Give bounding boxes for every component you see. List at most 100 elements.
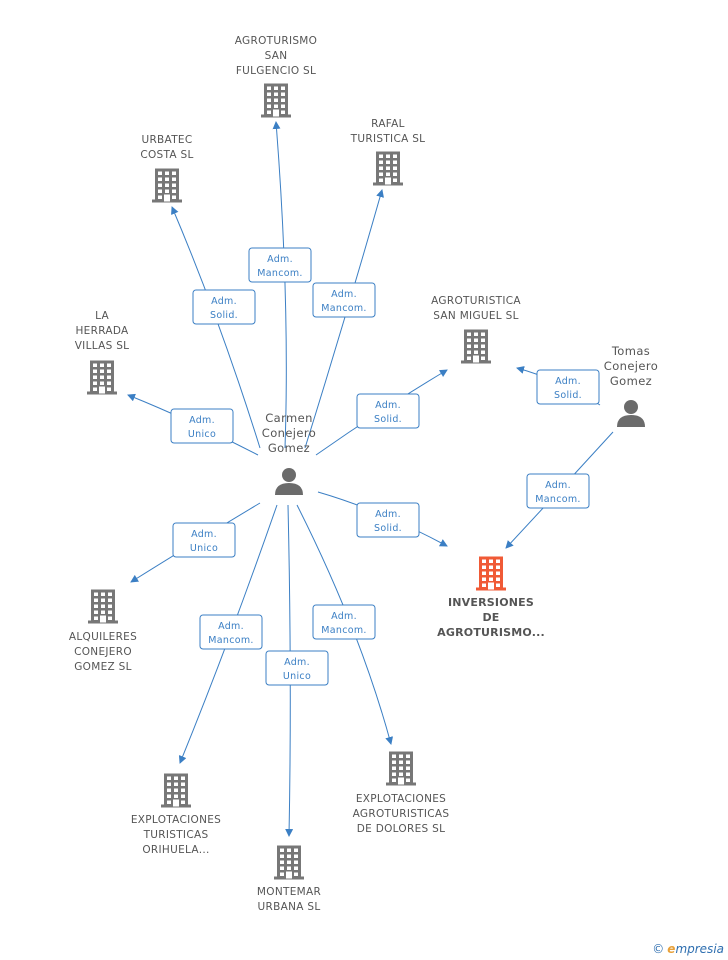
edge-label-box: [356, 502, 420, 538]
edge-labels-layer: Adm.Mancom.Adm.Solid.Adm.Mancom.Adm.Unic…: [170, 247, 600, 686]
edge-label-box: [170, 408, 234, 444]
edge-label-text: Mancom.: [208, 635, 253, 646]
node-label: DE: [482, 611, 499, 624]
node-label: EXPLOTACIONES: [131, 814, 221, 826]
building-icon: [274, 845, 304, 880]
edge-label-text: Solid.: [554, 390, 582, 401]
node-label: RAFAL: [371, 118, 405, 130]
empresia-logo[interactable]: ©empresia: [652, 942, 724, 956]
node-label: VILLAS SL: [75, 340, 130, 352]
building-icon: [261, 83, 291, 118]
building-icon: [476, 556, 506, 591]
edge-label-text: Solid.: [210, 310, 238, 321]
edge-label-text: Adm.: [331, 611, 357, 622]
edge-label-box: [526, 473, 590, 509]
edge-label-box: [199, 614, 263, 650]
edge-label-text: Adm.: [211, 296, 237, 307]
node-label: AGROTURISMO: [235, 35, 317, 47]
node-orihuela[interactable]: EXPLOTACIONESTURISTICASORIHUELA...: [131, 773, 221, 857]
edge-label-box: [172, 522, 236, 558]
edge-label-text: Unico: [283, 671, 311, 682]
edge-label-carmen-urbatec[interactable]: Adm. Solid.: [192, 289, 256, 325]
edge-label-text: Unico: [188, 429, 216, 440]
brand-name: mpresia: [675, 942, 724, 956]
edge-label-carmen-inversiones[interactable]: Adm. Solid.: [356, 502, 420, 538]
edge-carmen-rafal: [304, 189, 384, 449]
node-label: COSTA SL: [140, 149, 193, 161]
edge-label-box: [265, 650, 329, 686]
building-icon: [152, 168, 182, 203]
node-label: SAN: [265, 50, 288, 62]
node-urbatec[interactable]: URBATEC COSTA SL: [140, 134, 193, 203]
node-label: EXPLOTACIONES: [356, 793, 446, 805]
edge-label-text: Unico: [190, 543, 218, 554]
node-label: URBANA SL: [258, 901, 321, 913]
edge-label-box: [248, 247, 312, 283]
node-laherrada[interactable]: LA HERRADA VILLAS SL: [75, 310, 130, 395]
edge-label-text: Mancom.: [321, 625, 366, 636]
edge-label-text: Adm.: [284, 657, 310, 668]
edge-label-text: Solid.: [374, 414, 402, 425]
node-label: AGROTURISTICA: [431, 295, 521, 307]
edge-label-tomas-sanmiguel[interactable]: Adm. Solid.: [536, 369, 600, 405]
node-label: LA: [95, 310, 109, 322]
building-icon: [87, 360, 117, 395]
node-label: URBATEC: [141, 134, 192, 146]
node-label: Conejero: [604, 359, 658, 373]
edge-label-carmen-dolores[interactable]: Adm. Mancom.: [312, 604, 376, 640]
edge-label-carmen-rafal[interactable]: Adm. Mancom.: [312, 282, 376, 318]
edge-label-box: [356, 393, 420, 429]
edge-label-text: Adm.: [375, 509, 401, 520]
person-icon: [617, 400, 645, 427]
edge-label-text: Solid.: [374, 523, 402, 534]
edge-label-carmen-montemar[interactable]: Adm. Unico: [265, 650, 329, 686]
edge-label-text: Adm.: [331, 289, 357, 300]
edge-label-text: Mancom.: [257, 268, 302, 279]
edge-label-tomas-inversiones[interactable]: Adm. Mancom.: [526, 473, 590, 509]
edge-label-text: Adm.: [267, 254, 293, 265]
edge-label-box: [312, 282, 376, 318]
node-rafal[interactable]: RAFAL TURISTICA SL: [350, 118, 426, 186]
building-icon: [161, 773, 191, 808]
person-icon: [275, 468, 303, 495]
edge-label-text: Adm.: [545, 480, 571, 491]
edge-label-text: Adm.: [191, 529, 217, 540]
building-icon: [88, 589, 118, 624]
node-label: Conejero: [262, 426, 316, 440]
edge-label-text: Mancom.: [321, 303, 366, 314]
node-label: GOMEZ SL: [74, 661, 132, 673]
building-icon: [373, 151, 403, 186]
edge-label-carmen-sanmiguel[interactable]: Adm.Solid.: [356, 393, 420, 429]
edge-label-box: [312, 604, 376, 640]
node-alquileres[interactable]: ALQUILERES CONEJERO GOMEZ SL: [69, 589, 137, 674]
node-label: CONEJERO: [74, 646, 132, 658]
edge-label-carmen-laherrada[interactable]: Adm.Unico: [170, 408, 234, 444]
edge-label-text: Mancom.: [535, 494, 580, 505]
edge-label-box: [536, 369, 600, 405]
node-inversiones[interactable]: INVERSIONESDEAGROTURISMO...: [437, 556, 545, 640]
node-sanmiguel[interactable]: AGROTURISTICA SAN MIGUEL SL: [431, 295, 521, 364]
brand-initial: e: [667, 942, 676, 956]
node-label: Gomez: [610, 374, 652, 388]
node-label: Gomez: [268, 441, 310, 455]
node-label: TURISTICA SL: [350, 133, 426, 145]
edge-carmen-sanfulgencio: [272, 121, 287, 449]
building-icon: [461, 329, 491, 364]
copyright-symbol: ©: [652, 942, 665, 956]
edge-label-carmen-sanfulgencio[interactable]: Adm. Mancom.: [248, 247, 312, 283]
edge-label-text: Adm.: [555, 376, 581, 387]
node-label: DE DOLORES SL: [357, 823, 446, 835]
node-label: SAN MIGUEL SL: [433, 310, 518, 322]
edge-label-carmen-orihuela[interactable]: Adm. Mancom.: [199, 614, 263, 650]
edge-label-carmen-alquileres[interactable]: Adm. Unico: [172, 522, 236, 558]
edge-label-text: Adm.: [218, 621, 244, 632]
node-label: ALQUILERES: [69, 631, 137, 643]
node-label: HERRADA: [75, 325, 129, 337]
